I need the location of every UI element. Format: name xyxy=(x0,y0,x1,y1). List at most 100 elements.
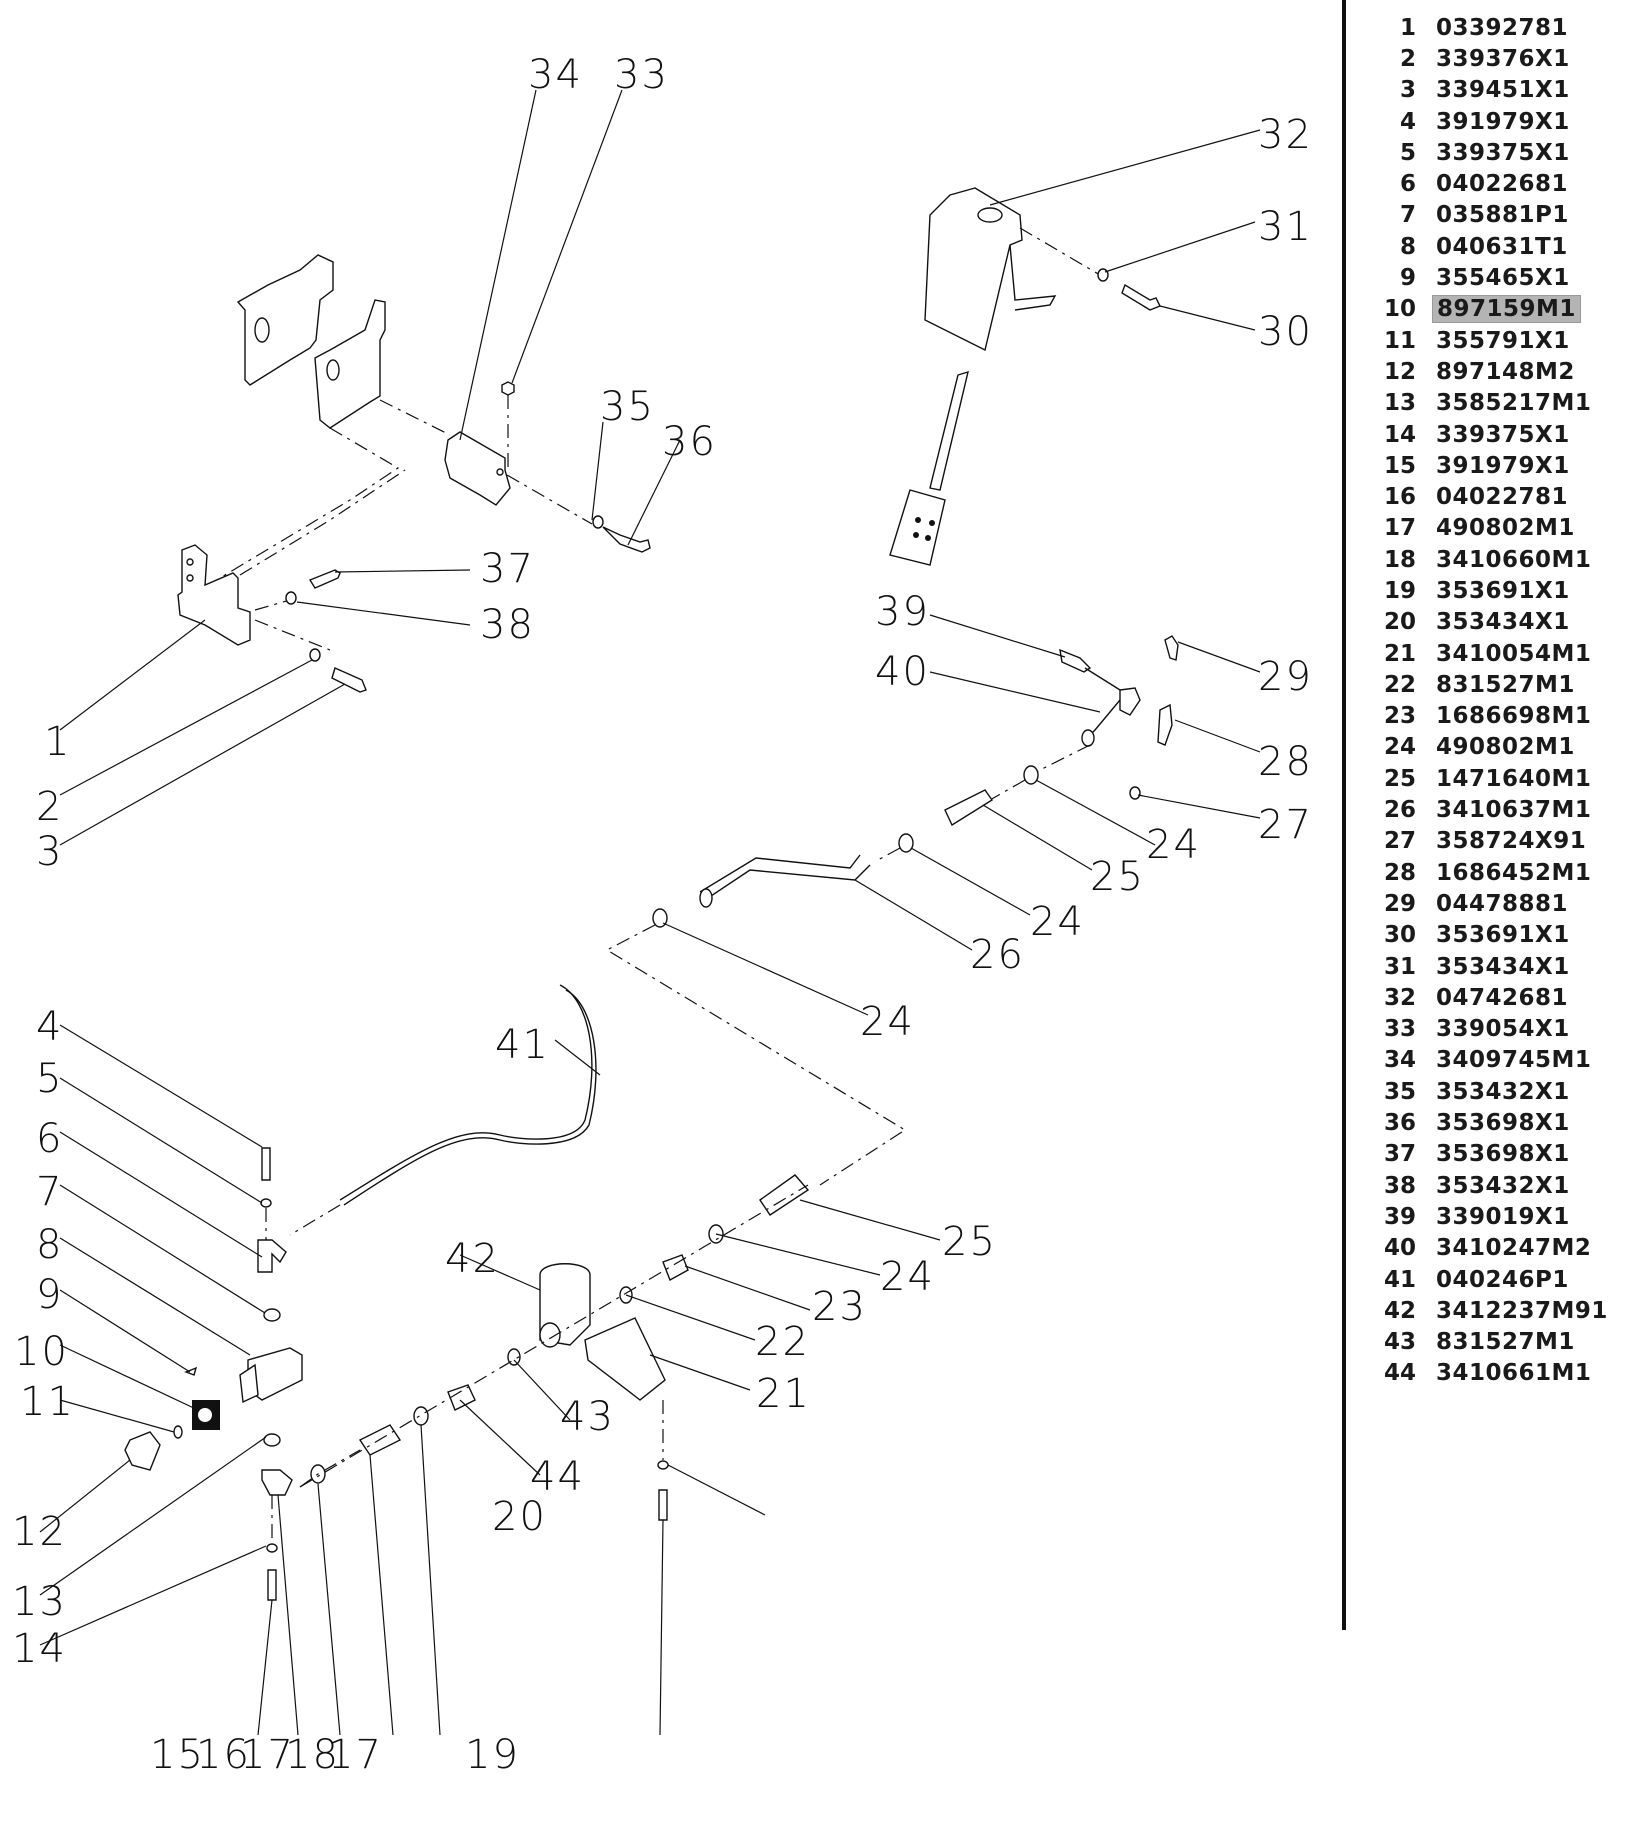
part-number[interactable]: 391979X1 xyxy=(1436,108,1570,135)
part-number[interactable]: 353432X1 xyxy=(1436,1078,1570,1105)
callout-24b[interactable]: 24 xyxy=(860,999,915,1045)
part-number[interactable]: 358724X91 xyxy=(1436,828,1587,855)
callout-23[interactable]: 23 xyxy=(812,1284,867,1330)
part-number[interactable]: 040631T1 xyxy=(1436,233,1568,260)
callout-28[interactable]: 28 xyxy=(1258,739,1313,785)
part-number[interactable]: 490802M1 xyxy=(1436,515,1575,542)
part-number[interactable]: 339019X1 xyxy=(1436,1203,1570,1230)
part-number[interactable]: 353691X1 xyxy=(1436,577,1570,604)
callout-16[interactable]: 16 xyxy=(196,1732,251,1778)
part-number[interactable]: 3410247M2 xyxy=(1436,1235,1592,1262)
callout-13[interactable]: 13 xyxy=(12,1579,67,1625)
callout-39[interactable]: 39 xyxy=(875,589,930,635)
callout-3[interactable]: 3 xyxy=(36,829,63,875)
part-number[interactable]: 353698X1 xyxy=(1436,1110,1570,1137)
callout-8[interactable]: 8 xyxy=(36,1222,63,1268)
callout-9[interactable]: 9 xyxy=(36,1272,63,1318)
part-number[interactable]: 040246P1 xyxy=(1436,1266,1569,1293)
callout-43[interactable]: 43 xyxy=(560,1394,615,1440)
callout-14[interactable]: 14 xyxy=(12,1626,67,1672)
part-number[interactable]: 339451X1 xyxy=(1436,77,1570,104)
callout-1[interactable]: 1 xyxy=(44,719,71,765)
part-number[interactable]: 339375X1 xyxy=(1436,421,1570,448)
part-number[interactable]: 3409745M1 xyxy=(1436,1047,1592,1074)
callout-12[interactable]: 12 xyxy=(12,1509,67,1555)
part-number[interactable]: 339375X1 xyxy=(1436,139,1570,166)
callout-18[interactable]: 18 xyxy=(285,1732,340,1778)
part-number[interactable]: 353434X1 xyxy=(1436,953,1570,980)
callout-25a[interactable]: 25 xyxy=(942,1219,997,1265)
callout-42[interactable]: 42 xyxy=(445,1236,500,1282)
callout-41[interactable]: 41 xyxy=(495,1022,550,1068)
part-number[interactable]: 1686452M1 xyxy=(1436,859,1592,886)
callout-10[interactable]: 10 xyxy=(14,1329,69,1375)
part-number[interactable]: 897148M2 xyxy=(1436,358,1575,385)
callout-4[interactable]: 4 xyxy=(36,1004,63,1050)
part-number[interactable]: 3585217M1 xyxy=(1436,390,1592,417)
callout-35[interactable]: 35 xyxy=(600,384,655,430)
callout-26[interactable]: 26 xyxy=(970,932,1025,978)
callout-24c[interactable]: 24 xyxy=(1030,899,1085,945)
part-number[interactable]: 490802M1 xyxy=(1436,734,1575,761)
callout-22[interactable]: 22 xyxy=(755,1319,810,1365)
part-number[interactable]: 831527M1 xyxy=(1436,1329,1575,1356)
callout-17a[interactable]: 17 xyxy=(240,1732,295,1778)
part-number[interactable]: 3412237M91 xyxy=(1436,1297,1608,1324)
callout-33[interactable]: 33 xyxy=(614,52,669,98)
callout-17b[interactable]: 17 xyxy=(328,1732,383,1778)
part-number[interactable]: 355465X1 xyxy=(1436,265,1570,292)
part-number[interactable]: 831527M1 xyxy=(1436,671,1575,698)
part-number[interactable]: 353432X1 xyxy=(1436,1172,1570,1199)
part-number[interactable]: 3410054M1 xyxy=(1436,640,1592,667)
callout-24d[interactable]: 24 xyxy=(1146,822,1201,868)
callout-34[interactable]: 34 xyxy=(528,52,583,98)
callout-19[interactable]: 19 xyxy=(465,1732,520,1778)
part-number[interactable]: 3410661M1 xyxy=(1436,1360,1592,1387)
part-number[interactable]: 04478881 xyxy=(1436,890,1569,917)
callout-40[interactable]: 40 xyxy=(875,649,930,695)
part-number-selected[interactable]: 897159M1 xyxy=(1432,295,1581,324)
callout-37[interactable]: 37 xyxy=(480,546,535,592)
callout-25b[interactable]: 25 xyxy=(1090,854,1145,900)
part-number[interactable]: 391979X1 xyxy=(1436,452,1570,479)
part-number[interactable]: 04022781 xyxy=(1436,484,1569,511)
callout-2[interactable]: 2 xyxy=(36,784,63,830)
callout-20[interactable]: 20 xyxy=(492,1494,547,1540)
part-number[interactable]: 1686698M1 xyxy=(1436,703,1592,730)
callout-21[interactable]: 21 xyxy=(756,1371,811,1417)
part-number[interactable]: 339376X1 xyxy=(1436,45,1570,72)
part-number[interactable]: 04742681 xyxy=(1436,984,1569,1011)
part-number[interactable]: 1471640M1 xyxy=(1436,765,1592,792)
